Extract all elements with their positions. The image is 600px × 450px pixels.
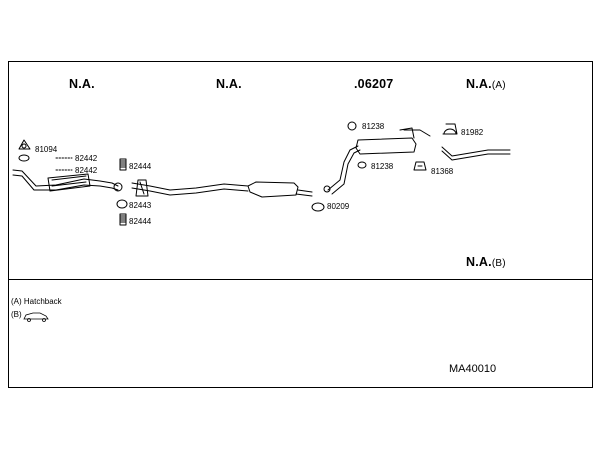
clamp-80209-icon: [311, 202, 325, 212]
diagram-frame: [8, 61, 593, 388]
part-label-80209: 80209: [327, 202, 350, 211]
front-pipe: [12, 169, 119, 191]
part-label-81368: 81368: [431, 167, 454, 176]
part-label-81238-b: 81238: [371, 162, 394, 171]
reference-code: MA40010: [449, 363, 497, 375]
car-icon: [23, 312, 49, 322]
part-label-81238-a: 81238: [362, 122, 385, 131]
header-col4: N.A.(A): [466, 77, 506, 91]
gasket-81094-icon: [18, 139, 31, 150]
clamp-junction-icon: [113, 182, 123, 192]
header-col3: .06207: [354, 77, 394, 91]
rear-pipe: [327, 145, 361, 195]
gasket-82443-icon: [116, 199, 128, 209]
header-col4-text: N.A.: [466, 77, 492, 91]
spring-82444-bottom-icon: [119, 213, 127, 226]
header-lower: N.A.(B): [466, 255, 506, 269]
gasket-81238-bottom-icon: [357, 161, 367, 169]
middle-pipe: [131, 182, 249, 196]
rear-silencer: [355, 137, 417, 155]
header-lower-suffix: (B): [491, 258, 506, 269]
part-label-81982: 81982: [461, 128, 484, 137]
spring-82444-top-icon: [119, 158, 127, 171]
part-label-82442-b: 82442: [75, 166, 98, 175]
middle-silencer: [247, 181, 299, 198]
header-col4-suffix: (A): [491, 80, 506, 91]
part-label-82443: 82443: [129, 201, 152, 210]
flange-ring-icon: [18, 154, 30, 162]
catalyst-body: [47, 173, 91, 192]
section-divider: [8, 279, 593, 280]
legend-b: (B): [11, 310, 22, 319]
gasket-81238-top-icon: [347, 121, 357, 131]
part-label-82444-a: 82444: [129, 162, 152, 171]
header-col1: N.A.: [69, 77, 95, 91]
part-label-81094: 81094: [35, 145, 58, 154]
header-lower-text: N.A.: [466, 255, 492, 269]
clamp-81982-icon: [442, 123, 458, 135]
legend-hatchback: (A) Hatchback: [11, 297, 62, 306]
flex-joint: [135, 179, 149, 197]
header-col2: N.A.: [216, 77, 242, 91]
tailpipe: [441, 146, 511, 161]
part-label-82444-b: 82444: [129, 217, 152, 226]
part-label-82442-a: 82442: [75, 154, 98, 163]
mount-81368-icon: [413, 161, 427, 171]
